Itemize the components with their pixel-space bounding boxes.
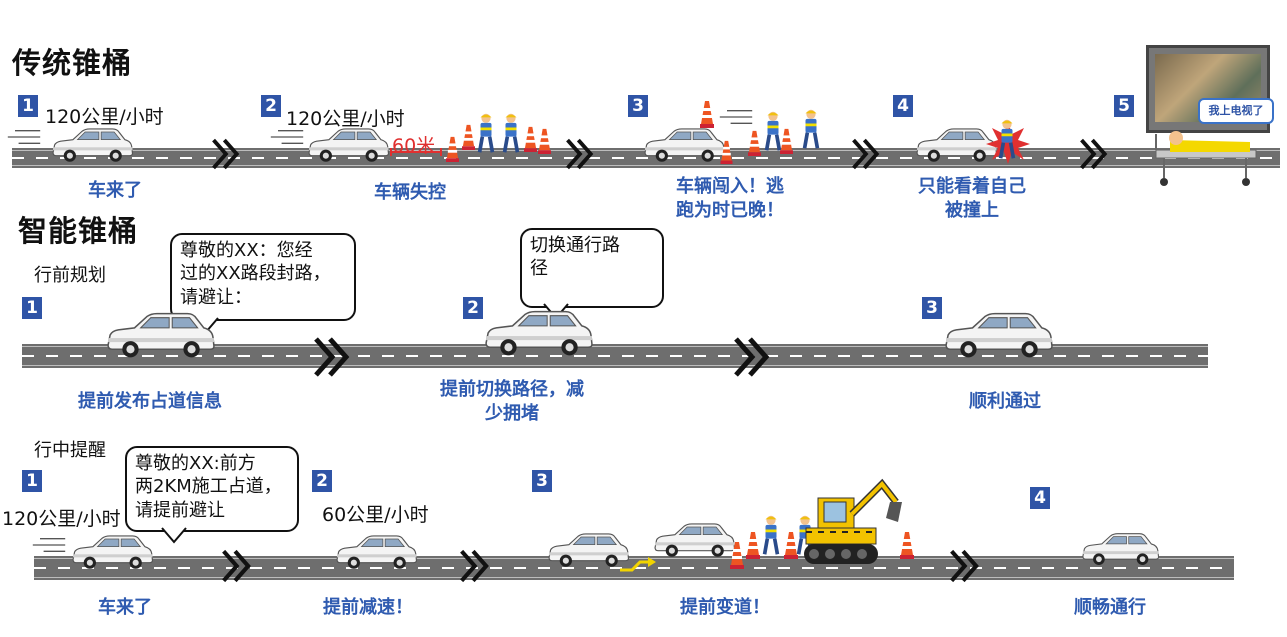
worker-icon (500, 112, 522, 154)
step-number-badge: 1 (22, 297, 42, 319)
step-number-badge: 3 (922, 297, 942, 319)
flying-cone-icon (700, 100, 714, 128)
speed-lines-icon (268, 128, 306, 146)
distance-marker-icon (390, 148, 442, 156)
message-bubble: 切换通行路 径 (520, 228, 664, 308)
chevron-arrow-icon (314, 335, 358, 379)
step-number-badge: 2 (463, 297, 483, 319)
step-number-badge: 5 (1114, 95, 1134, 117)
traditional-section-title: 传统锥桶 (12, 46, 133, 80)
chevron-arrow-icon (566, 137, 600, 171)
car-icon (104, 310, 216, 360)
step-number-badge: 1 (22, 470, 42, 492)
chevron-arrow-icon (212, 137, 246, 171)
step-caption: 只能看着自己 被撞上 (918, 176, 1026, 222)
worker-icon (475, 112, 497, 154)
reminder-label: 行中提醒 (34, 440, 106, 461)
car-icon (642, 126, 726, 164)
cone-icon (730, 540, 744, 570)
cone-icon (746, 530, 760, 560)
crash-burst-icon (986, 122, 1030, 164)
step-caption: 车来了 (88, 180, 142, 201)
bubble-tail (161, 527, 187, 544)
lane-change-arrow-icon (620, 557, 656, 572)
chevron-arrow-icon (222, 548, 258, 584)
speed-lines-icon (5, 128, 43, 146)
cone-icon (720, 140, 733, 164)
hospital-bed-icon (1155, 131, 1257, 186)
speed-lines-icon (716, 108, 756, 126)
cone-icon (538, 128, 551, 154)
falling-worker-icon (996, 118, 1018, 160)
cone-icon (462, 124, 475, 150)
message-bubble: 尊敬的XX：您经 过的XX路段封路， 请避让： (170, 233, 356, 321)
car-icon (70, 532, 154, 572)
step-caption: 车辆闯入！逃 跑为时已晚！ (676, 176, 784, 222)
step-caption: 提前发布占道信息 (78, 391, 222, 412)
chevron-arrow-icon (734, 335, 778, 379)
speed-label: 120公里/小时 (286, 108, 405, 130)
cone-icon (780, 128, 793, 154)
chevron-arrow-icon (950, 548, 986, 584)
smart-section-title: 智能锥桶 (18, 214, 139, 248)
step-number-badge: 4 (893, 95, 913, 117)
step-number-badge: 1 (18, 95, 38, 117)
step-caption: 车辆失控 (374, 182, 446, 203)
car-icon (652, 520, 736, 560)
speed-label: 120公里/小时 (45, 106, 164, 128)
step-caption: 提前减速！ (323, 597, 413, 618)
speed-label: 60公里/小时 (322, 504, 429, 526)
car-icon (942, 310, 1054, 360)
message-bubble: 尊敬的XX:前方 两2KM施工占道， 请提前避让 (125, 446, 299, 532)
step-caption: 提前切换路径，减 少拥堵 (440, 379, 584, 425)
chevron-arrow-icon (852, 137, 886, 171)
car-icon (306, 126, 390, 164)
cone-icon (748, 130, 761, 156)
excavator-icon (804, 478, 902, 564)
step-number-badge: 2 (312, 470, 332, 492)
step-number-badge: 2 (261, 95, 281, 117)
car-icon (334, 532, 418, 572)
step-caption: 车来了 (98, 597, 152, 618)
planning-label: 行前规划 (34, 265, 106, 286)
step-number-badge: 4 (1030, 487, 1050, 509)
bed-sign: 我上电视了 (1198, 98, 1274, 124)
cone-icon (524, 126, 537, 152)
worker-icon (760, 514, 782, 556)
worker-icon (800, 108, 822, 150)
car-icon (50, 126, 134, 164)
step-number-badge: 3 (628, 95, 648, 117)
step-caption: 顺利通过 (969, 391, 1041, 412)
step-number-badge: 3 (532, 470, 552, 492)
speed-lines-icon (30, 536, 68, 554)
step-caption: 顺畅通行 (1074, 597, 1146, 618)
chevron-arrow-icon (1080, 137, 1114, 171)
cone-icon (900, 530, 914, 560)
step-caption: 提前变道！ (680, 597, 770, 618)
chevron-arrow-icon (460, 548, 496, 584)
car-icon (1080, 530, 1160, 568)
speed-label: 120公里/小时 (2, 508, 121, 530)
cone-icon (446, 136, 459, 162)
car-icon (482, 308, 594, 358)
